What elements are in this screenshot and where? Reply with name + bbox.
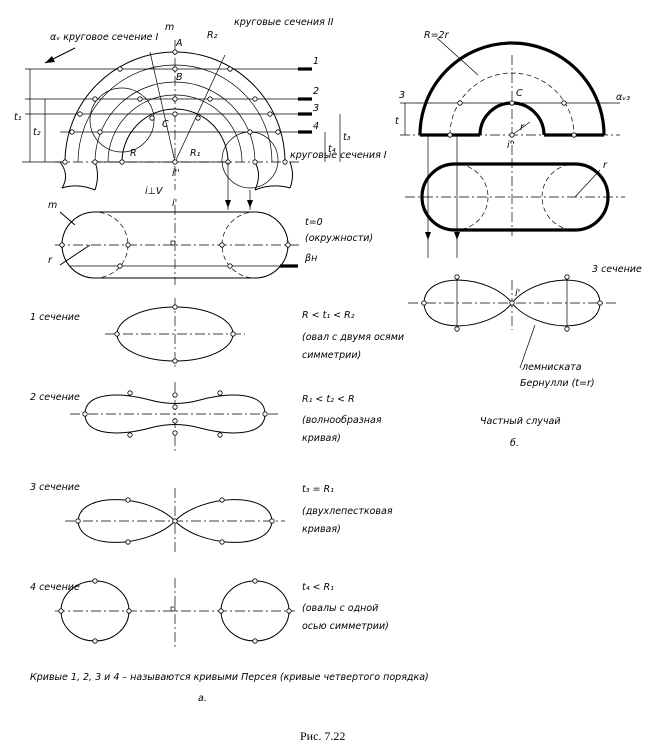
lemniscate-curve — [408, 274, 616, 369]
persei-note: Кривые 1, 2, 3 и 4 – называются кривыми … — [30, 672, 429, 683]
figure-caption: Рис. 7.22 — [300, 729, 345, 743]
point-b-label: B — [176, 72, 183, 83]
section-number-3: 3 — [313, 103, 319, 114]
part-b-label: б. — [510, 438, 519, 449]
r1-label: R₁ — [190, 148, 201, 159]
r-plan-label-b: r — [603, 160, 608, 171]
circular-sections-i-label: круговые сечения I — [290, 150, 387, 161]
section-3-desc-1: (двухлепестковая — [302, 506, 393, 517]
t4-label: t₄ — [328, 144, 336, 155]
section-number-1: 1 — [313, 56, 319, 67]
lemniscate-label: лемниската — [521, 362, 582, 373]
point-c-label: C — [162, 119, 169, 130]
r-label-b: r — [520, 122, 525, 133]
i-perp-v-label: i⊥V — [145, 186, 164, 197]
beta-h-label: βн — [304, 253, 317, 264]
r-label: R — [130, 148, 137, 159]
section-2-desc-2: кривая) — [302, 433, 341, 444]
section-2-name: 2 сечение — [30, 392, 80, 403]
special-case-label: Частный случай — [480, 416, 561, 427]
part-a-label: а. — [198, 693, 207, 704]
section-points — [62, 49, 288, 165]
r-equals-2r-label: R=2r — [424, 30, 450, 41]
section-3-number-b: 3 — [399, 90, 405, 101]
special-case-front-view — [400, 37, 620, 155]
section-1-desc-1: (овал с двумя осями — [302, 332, 404, 343]
t0-label: t=0 — [305, 217, 323, 228]
r2-label: R₂ — [207, 30, 218, 41]
section-4-curve — [55, 578, 295, 648]
section-3-label-b: 3 сечение — [592, 264, 642, 275]
t1-label: t₁ — [14, 112, 22, 123]
i-prime-label: i' — [172, 198, 177, 209]
circular-sections-ii-label: круговые сечения II — [234, 17, 334, 28]
section-3-curve — [65, 488, 285, 555]
section-2-curve — [70, 382, 280, 452]
generating-circle-left — [89, 87, 155, 153]
m-label-bottom: m — [48, 200, 57, 211]
alpha-v-b: αᵥ₃ — [616, 92, 630, 103]
section-2-desc-1: (волнообразная — [302, 415, 382, 426]
i-double-prime-label: i'' — [172, 168, 180, 179]
section-2-formula: R₁ < t₂ < R — [302, 394, 355, 405]
section-number-4: 4 — [313, 121, 319, 132]
point-a-label: A — [175, 38, 183, 49]
section-4-formula: t₄ < R₁ — [302, 582, 334, 593]
t2-label: t₂ — [33, 127, 41, 138]
section-1-name: 1 сечение — [30, 312, 80, 323]
section-1-desc-2: симметрии) — [302, 350, 361, 361]
t3-label: t₃ — [343, 132, 351, 143]
generating-circle-right — [221, 131, 279, 189]
section-4-name: 4 сечение — [30, 582, 80, 593]
circles-label: (окружности) — [305, 233, 373, 244]
section-3-name: 3 сечение — [30, 482, 80, 493]
section-4-desc-1: (овалы с одной — [302, 603, 378, 614]
t-label-b: t — [395, 116, 400, 127]
section-3-formula: t₃ = R₁ — [302, 484, 334, 495]
section-1-curve — [105, 298, 245, 370]
c-label-b: C — [516, 88, 523, 99]
radius-R2 — [174, 54, 226, 163]
r-plan-label: r — [48, 255, 53, 266]
m-label-top: m — [165, 22, 174, 33]
section-3-desc-2: кривая) — [302, 524, 341, 535]
section-number-2: 2 — [313, 86, 319, 97]
bernoulli-label: Бернулли (t=r) — [520, 378, 595, 389]
alpha-v-label: αᵥ круговое сечение I — [50, 32, 158, 43]
i-prime-b: i' — [515, 288, 520, 299]
section-4-desc-2: осью симметрии) — [302, 621, 389, 632]
plan-view — [55, 205, 300, 285]
front-view — [22, 40, 341, 210]
i-double-prime-b: i'' — [507, 140, 515, 151]
special-case-plan-view — [405, 135, 625, 258]
section-1-formula: R < t₁ < R₂ — [302, 310, 355, 321]
